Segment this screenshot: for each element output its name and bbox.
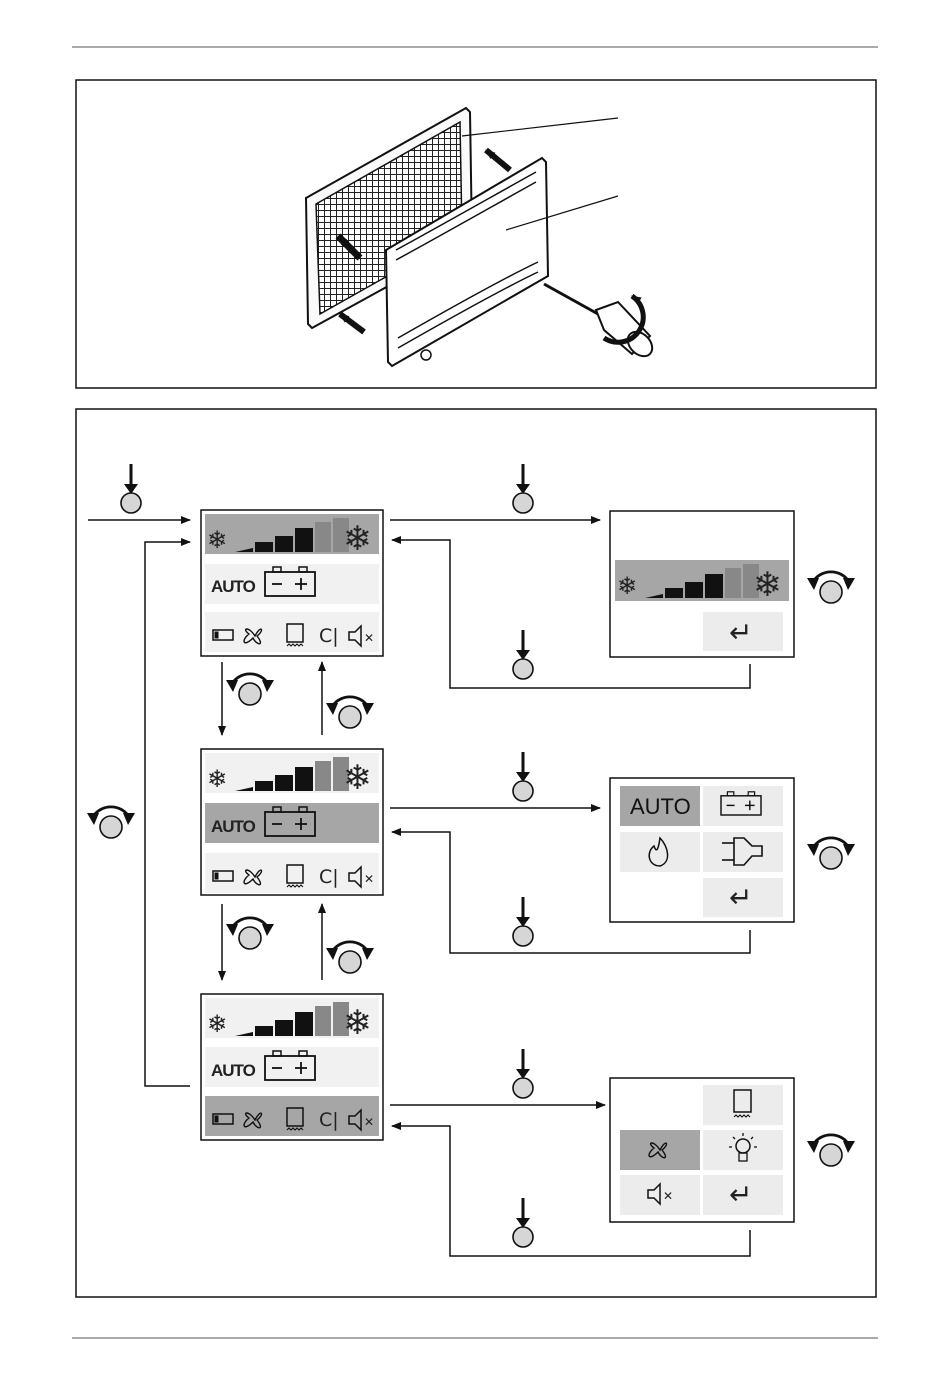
submenu-energy-source: AUTO ↵ xyxy=(610,778,794,922)
enter-icon: ↵ xyxy=(729,881,752,914)
auto-label: AUTO xyxy=(211,817,256,836)
auto-label: AUTO xyxy=(211,1061,256,1080)
svg-text:✕: ✕ xyxy=(663,1189,673,1203)
energy-battery-option[interactable] xyxy=(703,786,783,826)
snowflake-small-icon: ❄ xyxy=(207,1010,227,1038)
defrost-option[interactable] xyxy=(703,1085,783,1125)
auto-label: AUTO xyxy=(211,577,256,596)
enter-icon: ↵ xyxy=(729,616,752,649)
svg-text:AUTO: AUTO xyxy=(630,794,691,819)
snowflake-large-icon: ❄ xyxy=(343,758,372,798)
snowflake-small-icon: ❄ xyxy=(207,526,227,554)
menu-panel-energy: ❄ ❄ AUTO xyxy=(201,749,383,895)
enter-icon: ↵ xyxy=(729,1178,752,1211)
snowflake-large-icon: ❄ xyxy=(343,519,372,559)
menu-panel-cooling: ❄ ❄ AUTO xyxy=(201,510,383,656)
cover-screw xyxy=(421,350,431,360)
snowflake-large-icon: ❄ xyxy=(753,565,782,605)
menu-panel-settings: ❄ ❄ AUTO xyxy=(201,994,383,1140)
snowflake-small-icon: ❄ xyxy=(617,572,637,600)
snowflake-large-icon: ❄ xyxy=(343,1003,372,1043)
submenu-cooling-level: ❄ ❄ ↵ xyxy=(610,511,794,657)
figure-filter-replacement xyxy=(76,80,876,388)
snowflake-small-icon: ❄ xyxy=(207,765,227,793)
submenu-settings: ✕ ↵ xyxy=(610,1078,794,1222)
